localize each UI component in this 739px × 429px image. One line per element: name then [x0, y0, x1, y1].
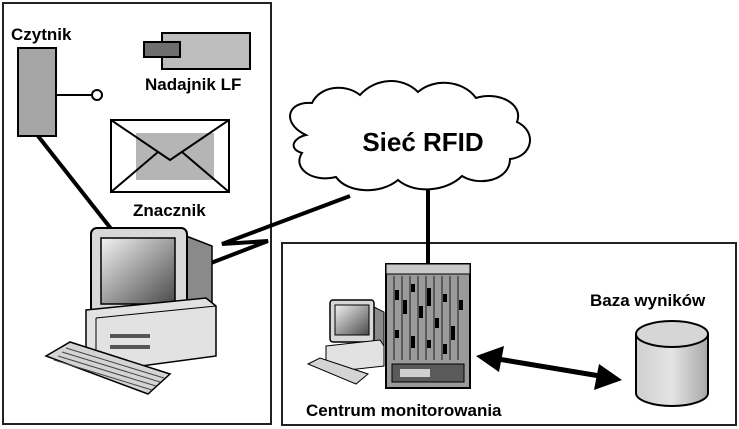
left-site-frame: [2, 2, 272, 425]
transmitter-label: Nadajnik LF: [145, 75, 241, 94]
rfid-network-cloud-icon: [289, 80, 531, 192]
tag-label: Znacznik: [133, 201, 206, 220]
small-workstation-icon: [306, 299, 385, 385]
reader-to-pc-line: [36, 134, 114, 232]
transmitter-icon: [143, 32, 251, 70]
monitoring-center-frame: [281, 242, 737, 426]
monitoring-center-label: Centrum monitorowania: [306, 401, 502, 420]
pc-to-network-link: [197, 194, 351, 270]
tag-envelope-icon: [110, 119, 230, 193]
database-label: Baza wyników: [590, 291, 706, 310]
network-label: Sieć RFID: [362, 127, 483, 157]
reader-label: Czytnik: [11, 25, 72, 44]
bidirectional-arrow-icon: [476, 346, 622, 390]
workstation-icon: [44, 227, 217, 395]
server-rack-icon: [385, 263, 471, 389]
reader-icon: [17, 47, 103, 137]
database-cylinder-icon: [635, 320, 709, 407]
